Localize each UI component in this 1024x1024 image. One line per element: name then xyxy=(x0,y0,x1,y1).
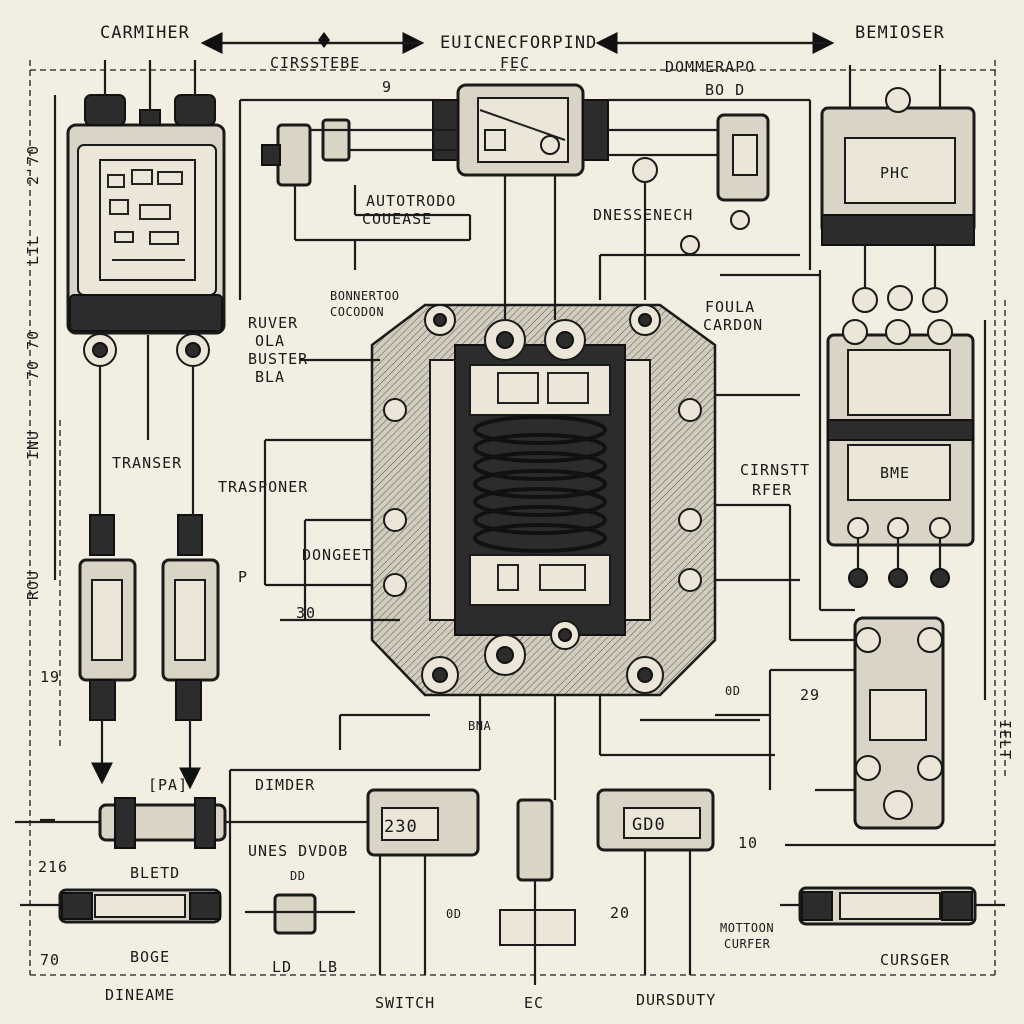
label-0d: 0D xyxy=(725,684,740,698)
central-transformer xyxy=(370,175,717,697)
label-ec: EC xyxy=(524,994,544,1012)
label-switch-gd0: GD0 xyxy=(632,815,666,835)
label-dursduty: DURSDUTY xyxy=(636,991,716,1009)
label-0d-2: 0D xyxy=(446,907,461,921)
label-autotrodo: AUTOTRODO xyxy=(366,192,456,210)
label-mottoon: MOTTOON xyxy=(720,921,774,935)
label-left-270: 2'70 xyxy=(24,145,42,185)
label-bo-d: BO D xyxy=(705,81,745,99)
label-right: IELT xyxy=(996,720,1014,760)
label-trasponer: TRASPONER xyxy=(218,478,308,496)
label-dnessenech: DNESSENECH xyxy=(593,206,693,224)
label-phc: PHC xyxy=(880,164,910,182)
label-lb: LB xyxy=(318,958,338,976)
right-modules xyxy=(820,65,976,830)
label-fec: FEC xyxy=(500,54,530,72)
label-cardon: CARDON xyxy=(703,316,763,334)
top-center-module xyxy=(432,83,609,177)
label-bme: BME xyxy=(880,464,910,482)
label-transer: TRANSER xyxy=(112,454,182,472)
label-ruver: RUVER xyxy=(248,314,298,332)
label-cursger: CURSGER xyxy=(880,951,950,969)
label-dommerapo: DOMMERAPO xyxy=(665,58,755,76)
label-switch: SWITCH xyxy=(375,994,435,1012)
label-ld: LD xyxy=(272,958,292,976)
label-10: 10 xyxy=(738,834,758,852)
label-dongeet: DONGEET xyxy=(302,546,372,564)
label-dimder: DIMDER xyxy=(255,776,315,794)
label-num-9: 9 xyxy=(382,78,392,96)
middle-wiring xyxy=(228,270,995,975)
label-unes-dvdob: UNES DVDOB xyxy=(248,842,348,860)
label-pal: [PA] xyxy=(148,776,188,794)
label-left-inu: INU xyxy=(24,430,42,460)
label-bonnertoo: BONNERTOO xyxy=(330,289,400,303)
label-buster: BUSTER xyxy=(248,350,308,368)
label-bna: BNA xyxy=(468,719,491,733)
label-top-right: BEMIOSER xyxy=(855,23,945,43)
bottom-components xyxy=(15,788,1005,985)
label-bla: BLA xyxy=(255,368,285,386)
label-cirsstebe: CIRSSTEBE xyxy=(270,54,360,72)
label-foula: FOULA xyxy=(705,298,755,316)
label-cocodon: COCODON xyxy=(330,305,384,319)
labels: CARMIHER EUICNECFORPIND BEMIOSER CIRSSTE… xyxy=(24,23,1014,1012)
label-20: 20 xyxy=(610,904,630,922)
left-vertical-fuses xyxy=(78,514,220,790)
label-p: P xyxy=(238,568,248,586)
label-left-70: 70 70 xyxy=(24,330,42,380)
label-curfer: CURFER xyxy=(724,937,771,951)
label-cirnstt: CIRNSTT xyxy=(740,461,810,479)
top-left-transformer xyxy=(66,60,226,520)
label-dd: DD xyxy=(290,869,305,883)
label-boge: BOGE xyxy=(130,948,170,966)
label-bletd: BLETD xyxy=(130,864,180,882)
label-30: 30 xyxy=(296,604,316,622)
label-left-19: 19 xyxy=(40,668,60,686)
top-left-switches xyxy=(238,98,472,300)
label-dineame: DINEAME xyxy=(105,986,175,1004)
top-right-switches xyxy=(598,98,820,300)
label-29: 29 xyxy=(800,686,820,704)
label-switch-230: 230 xyxy=(384,817,418,837)
label-top-left: CARMIHER xyxy=(100,23,190,43)
label-top-center: EUICNECFORPIND xyxy=(440,33,597,53)
label-left-70b: 70 xyxy=(40,951,60,969)
label-left-216: 216 xyxy=(38,858,68,876)
label-rfer: RFER xyxy=(752,481,792,499)
label-ola: OLA xyxy=(255,332,285,350)
label-couease: COUEASE xyxy=(362,210,432,228)
label-left-rou: ROU xyxy=(24,570,42,600)
label-left-lil: LIL xyxy=(24,235,42,265)
